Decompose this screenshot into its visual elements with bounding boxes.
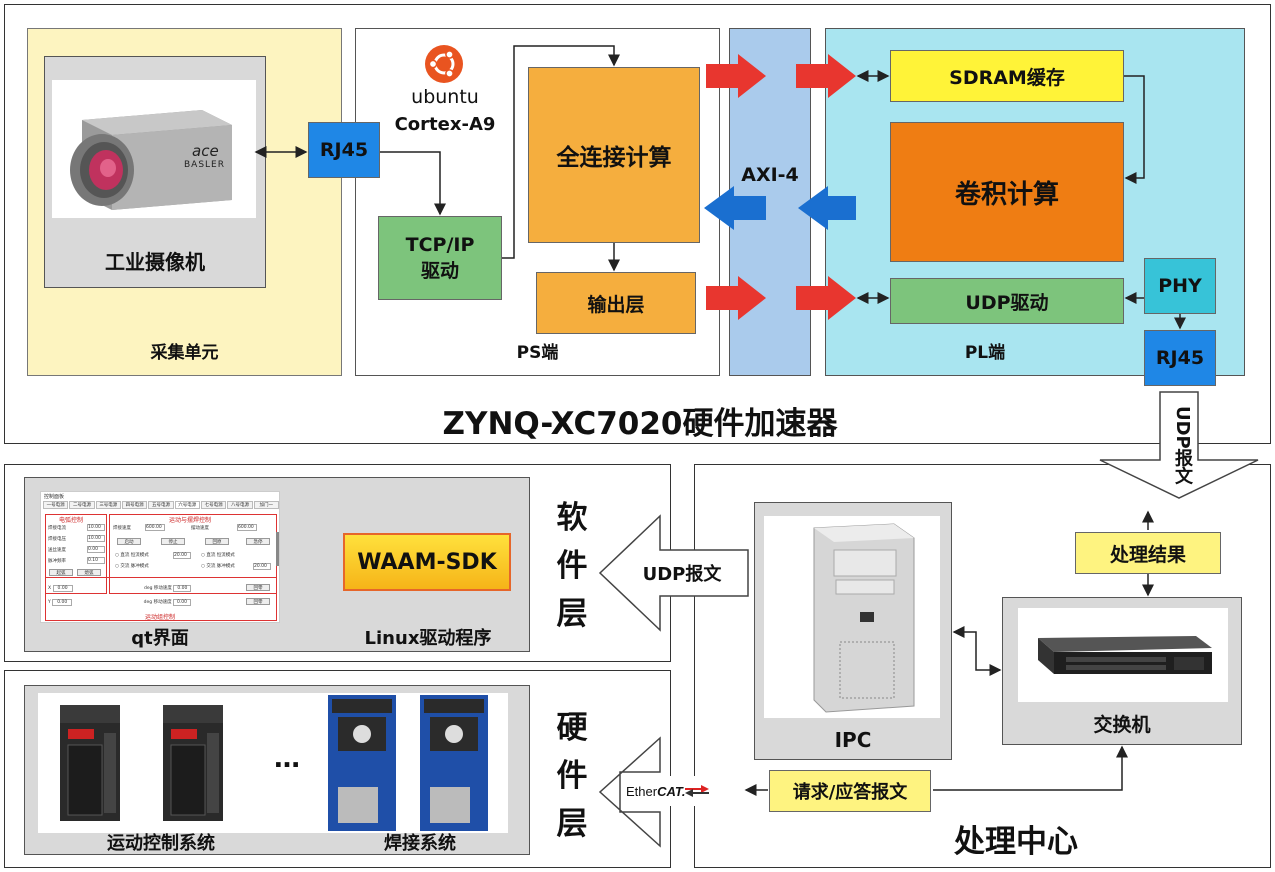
motion-control-label: 运动控制系统 [107,833,215,854]
qt-estop-button[interactable]: 急停 [246,538,270,545]
pl-label: PL端 [964,343,1006,363]
qt-tab[interactable]: 一号电源 [43,501,69,509]
qt-field-value[interactable]: 10.00 [87,535,105,542]
software-layer-title: 软 件 层 [556,500,588,632]
qt-radio-row[interactable]: ○ 直流 恒流模式 [201,553,235,558]
qt-axis-row: Y 0.00 deg 移动速度 0.00 [48,599,276,606]
waam-sdk-box: WAAM-SDK [343,533,511,591]
qt-field-value[interactable]: 600.00 [237,524,257,531]
ethercat-arrows-icon [685,785,710,797]
camera-brand-basler: BASLER [184,160,225,170]
qt-tab[interactable]: 七号电源 [200,501,227,509]
qt-field-row: 焊接电流 [48,526,66,531]
qt-field-row: 焊接速度 [113,526,131,531]
devices-illustration [60,695,488,831]
qt-radio-value[interactable]: 20.00 [253,563,271,570]
qt-radio-row[interactable]: ○ 交流 脉冲模式 [201,564,235,569]
qt-field-row: 焊接电压 [48,537,66,542]
tcp-ip-line2: 驱动 [420,259,459,282]
ubuntu-text: ubuntu [411,86,479,108]
qt-tab[interactable]: 五号电源 [148,501,174,509]
hardware-ellipsis: … [274,744,300,774]
qt-field-value[interactable]: 0.10 [87,557,105,564]
qt-field-row: 脉冲频率 [48,559,66,564]
qt-radio-value[interactable]: 20.00 [173,552,191,559]
camera-label: 工业摄像机 [105,250,205,274]
qt-field-value[interactable]: 10.00 [87,524,105,531]
camera-image: ace BASLER [52,80,256,218]
qt-field-row: 送丝速度 [48,548,66,553]
ps-label: PS端 [516,343,559,363]
fully-connected-box: 全连接计算 [528,67,700,243]
udp-driver-box: UDP驱动 [890,278,1124,324]
ipc-image-area [764,516,940,718]
qt-arc-start-button[interactable]: 起弧 [49,569,73,576]
qt-tab[interactable]: 二号电源 [69,501,95,509]
output-layer-box: 输出层 [536,272,696,334]
qt-scrollbar[interactable] [276,532,279,566]
hardware-layer-title: 硬 件 层 [556,710,588,842]
qt-start-button[interactable]: 启动 [117,538,141,545]
qt-arc-control-title: 电弧控制 [59,517,84,524]
qt-field-value[interactable]: 0.00 [87,546,105,553]
processing-result-box: 处理结果 [1075,532,1221,574]
qt-radio-row[interactable]: ○ 直流 恒流模式 [115,553,149,558]
qt-label: qt界面 [131,628,189,649]
hardware-image-area [38,693,508,833]
ethercat-prefix: Ether [626,783,658,799]
qt-field-value[interactable]: 600.00 [145,524,165,531]
udp-packet-arrow-label: UDP报文 [642,564,722,585]
switch-label: 交换机 [1093,714,1151,736]
camera-icon [70,110,232,210]
camera-brand-ace: ace [192,142,219,160]
qt-control-panel: 控制面板 一号电源 二号电源 三号电源 四号电源 五号电源 六号电源 七号电源 … [40,491,280,623]
qt-panel-title: 控制面板 [44,494,65,500]
qt-tab-bar: 一号电源 二号电源 三号电源 四号电源 五号电源 六号电源 七号电源 八号电源 … [43,501,279,509]
qt-tab[interactable]: 三号电源 [95,501,121,509]
qt-stop-button[interactable]: 停止 [161,538,185,545]
qt-home-button[interactable]: 回原 [205,538,229,545]
qt-field-row: 摆动速度 [191,526,209,531]
phy-box: PHY [1144,258,1216,314]
qt-arc-stop-button[interactable]: 熄弧 [77,569,101,576]
tcp-ip-driver-box: TCP/IP 驱动 [378,216,502,300]
welding-system-label: 焊接系统 [384,833,456,854]
sdram-cache-box: SDRAM缓存 [890,50,1124,102]
qt-motion-group-title: 运动组控制 [145,614,176,621]
axi-bus-panel [729,28,811,376]
udp-packet-vertical-label: UDP报文 [1172,406,1193,485]
convolution-box: 卷积计算 [890,122,1124,262]
ps-rj45-box: RJ45 [308,122,380,178]
qt-motion-weave-title: 运动与摆焊控制 [169,517,212,524]
qt-radio-row[interactable]: ○ 交流 脉冲模式 [115,564,149,569]
ethercat-suffix: CAT. [657,783,686,799]
request-response-box: 请求/应答报文 [769,770,931,812]
switch-icon [1038,636,1212,674]
axi-label: AXI-4 [741,164,799,186]
acquisition-unit-label: 采集单元 [150,343,219,363]
qt-tab[interactable]: 加门一 [253,501,279,509]
processing-center-title: 处理中心 [954,824,1078,860]
accelerator-title: ZYNQ-XC7020硬件加速器 [442,406,838,442]
qt-arc-control-group [45,514,107,594]
ipc-icon [813,523,915,713]
qt-tab[interactable]: 六号电源 [174,501,200,509]
qt-axis-zero-button[interactable]: 回零 [246,584,270,591]
qt-tab[interactable]: 四号电源 [121,501,148,509]
pl-rj45-box: RJ45 [1144,330,1216,386]
ipc-label: IPC [834,728,872,752]
switch-image-area [1018,608,1228,702]
linux-driver-label: Linux驱动程序 [364,628,492,649]
qt-axis-row: X 0.00 deg 移动速度 0.00 [48,585,276,592]
ubuntu-logo-icon [425,45,463,83]
qt-motion-group [45,577,277,621]
qt-axis-zero-button[interactable]: 回零 [246,598,270,605]
cortex-label: Cortex-A9 [394,114,496,135]
qt-tab[interactable]: 八号电源 [227,501,253,509]
tcp-ip-line1: TCP/IP [405,233,475,256]
